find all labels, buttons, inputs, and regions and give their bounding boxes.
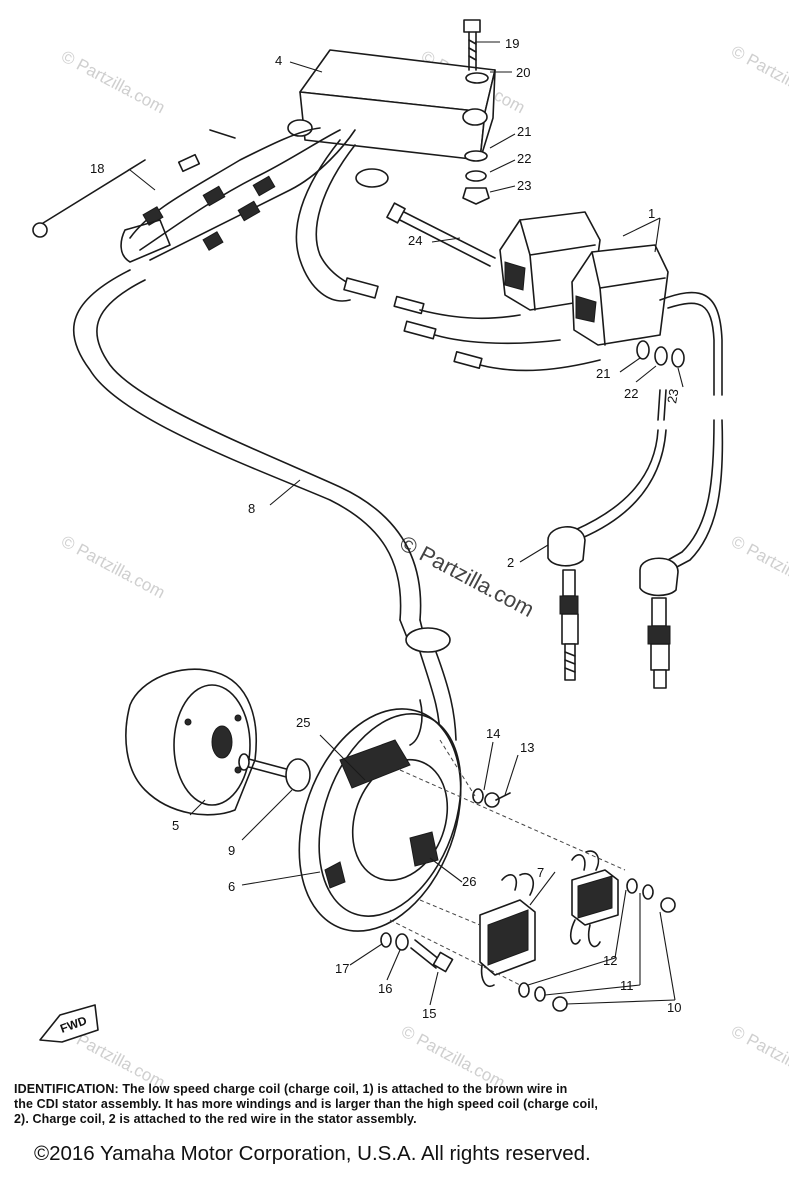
washer-icon [472, 788, 484, 804]
watermark-text: © Partzilla.com [58, 532, 168, 603]
identification-line: the CDI stator assembly. It has more win… [14, 1097, 598, 1111]
leader-lines [129, 41, 684, 1006]
washer-icon [642, 884, 654, 900]
cable-loom-icon [72, 269, 457, 741]
copyright-notice: ©2016 Yamaha Motor Corporation, U.S.A. A… [34, 1142, 591, 1165]
screw-icon [410, 939, 454, 973]
callout-9: 9 [228, 843, 235, 858]
flywheel-icon [125, 668, 257, 816]
fwd-arrow-icon: FWD [39, 1004, 99, 1043]
washer-icon [380, 932, 392, 948]
ignition-coil-icon [571, 244, 669, 346]
spark-plug-cap-icon [639, 557, 679, 597]
washer-icon [465, 170, 487, 182]
screw-icon [484, 792, 511, 808]
callout-7: 7 [537, 865, 544, 880]
callout-19: 19 [505, 36, 519, 51]
callout-13: 13 [520, 740, 534, 755]
charge-coil-icon [479, 873, 536, 987]
callout-25: 25 [296, 715, 310, 730]
callout-2: 2 [507, 555, 514, 570]
callout-15: 15 [422, 1006, 436, 1021]
stator-plate-icon [298, 699, 462, 932]
callout-5: 5 [172, 818, 179, 833]
callout-12: 12 [603, 953, 617, 968]
callout-26: 26 [462, 874, 476, 889]
callout-22: 22 [517, 151, 531, 166]
identification-text: The low speed charge coil (charge coil, … [122, 1082, 568, 1096]
screw-icon [660, 897, 676, 913]
wire-harness-icon [32, 127, 356, 263]
washer-icon [464, 150, 488, 162]
washer-icon [626, 878, 638, 894]
callout-23-right: 23 [664, 388, 681, 405]
spark-plug-cap-icon [547, 526, 586, 567]
screw-icon [552, 996, 568, 1012]
callout-4: 4 [275, 53, 282, 68]
nut-icon [462, 187, 490, 205]
charge-coil-icon [570, 850, 619, 948]
watermark-text: © Partzilla.com [728, 532, 789, 603]
callout-21-right: 21 [596, 366, 610, 381]
washer-icon [671, 348, 685, 368]
identification-line: 2). Charge coil, 2 is attached to the re… [14, 1112, 417, 1126]
callout-8: 8 [248, 501, 255, 516]
callout-23: 23 [517, 178, 531, 193]
spark-plug-icon [559, 569, 579, 681]
callout-labels: 1 2 4 5 6 7 8 9 10 11 12 13 14 15 16 17 … [90, 36, 681, 1021]
bolt-icon [238, 753, 311, 792]
washer-icon [654, 346, 668, 366]
callout-17: 17 [335, 961, 349, 976]
callout-22-right: 22 [624, 386, 638, 401]
callout-11: 11 [620, 978, 634, 993]
callout-10: 10 [667, 1000, 681, 1015]
alignment-lines [389, 739, 626, 986]
washer-icon [518, 982, 530, 998]
washer-icon [636, 340, 650, 360]
callout-1: 1 [648, 206, 655, 221]
callout-14: 14 [486, 726, 500, 741]
bolt-icon [463, 19, 481, 71]
callout-18: 18 [90, 161, 104, 176]
callout-6: 6 [228, 879, 235, 894]
washer-icon [534, 986, 546, 1002]
identification-line: IDENTIFICATION: The low speed charge coi… [14, 1082, 776, 1097]
bolt-icon [386, 202, 496, 267]
spark-plug-icon [647, 597, 671, 689]
callout-24: 24 [408, 233, 422, 248]
washer-icon [465, 72, 489, 84]
callout-21: 21 [517, 124, 531, 139]
identification-note: IDENTIFICATION: The low speed charge coi… [14, 1082, 776, 1127]
watermark-text: © Partzilla.com [728, 42, 789, 113]
watermark-text: © Partzilla.com [58, 47, 168, 118]
callout-16: 16 [378, 981, 392, 996]
washer-icon [395, 933, 409, 951]
callout-20: 20 [516, 65, 530, 80]
connector-wires-icon [295, 139, 601, 372]
watermarks: © Partzilla.com © Partzilla.com © Partzi… [58, 42, 789, 1093]
spark-plug-lead-icon [574, 291, 724, 569]
identification-heading: IDENTIFICATION: [14, 1082, 119, 1096]
